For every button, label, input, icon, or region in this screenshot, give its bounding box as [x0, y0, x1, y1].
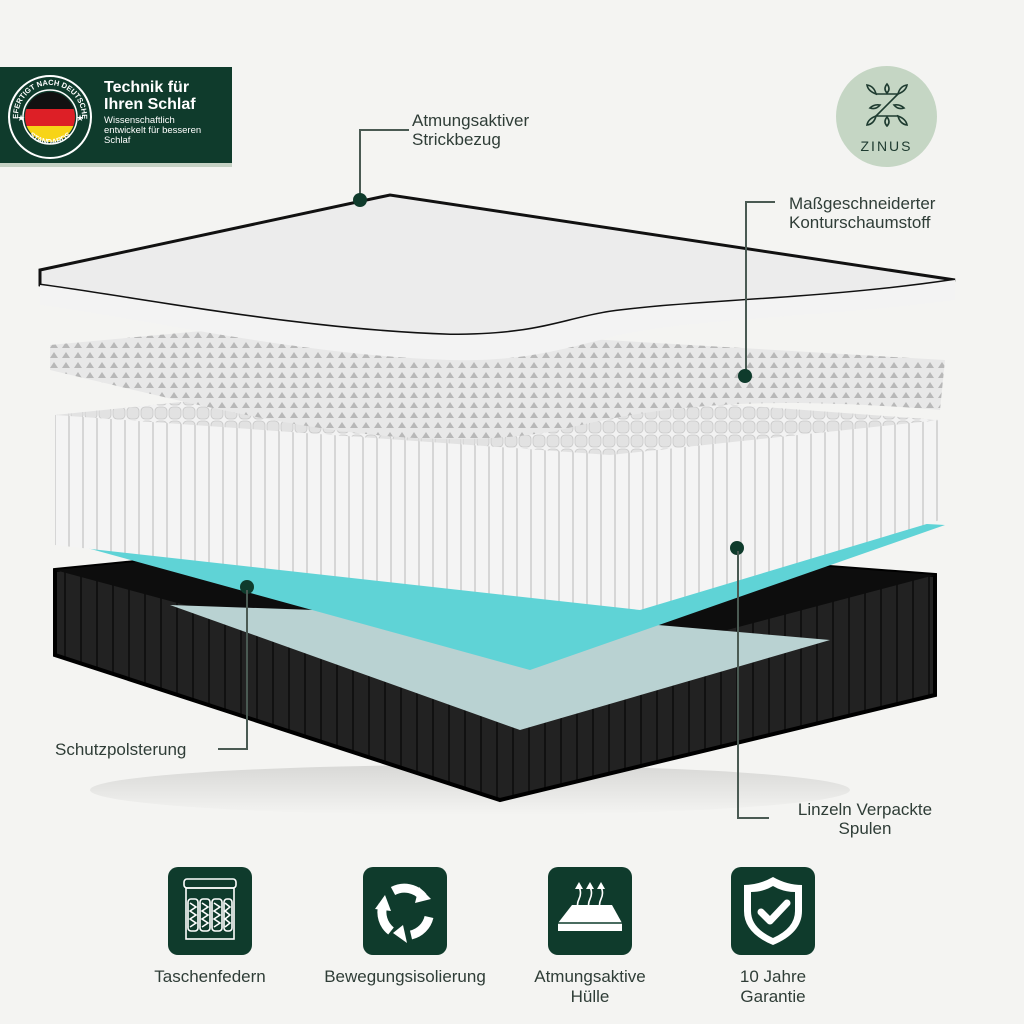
callout-leader-line	[737, 817, 769, 819]
callout-marker-dot	[240, 580, 254, 594]
callout-leader-line	[246, 590, 248, 750]
callout-leader-line	[745, 201, 775, 203]
callout-text: Strickbezug	[412, 130, 501, 149]
badge-sub-line: entwickelt für besseren	[104, 125, 202, 136]
feature-icon-tile	[363, 867, 447, 955]
callout-contour-foam: Maßgeschneiderter Konturschaumstoff	[789, 194, 935, 232]
callout-leader-line	[737, 551, 739, 818]
feature-label-text: Taschenfedern	[154, 967, 266, 986]
zinus-logo: ZINUS	[836, 66, 937, 167]
breathable-mattress-icon	[558, 882, 622, 931]
feature-motion-isolation: Bewegungsisolierung	[305, 867, 505, 987]
callout-leader-line	[359, 129, 361, 199]
brand-name: ZINUS	[860, 138, 913, 154]
badge-sub-line: Wissenschaftlich	[104, 115, 175, 126]
svg-text:★: ★	[17, 113, 25, 123]
callout-text: Atmungsaktiver	[412, 111, 530, 130]
mattress-layers-illustration	[38, 193, 956, 815]
badge-title-line: Ihren Schlaf	[104, 96, 196, 113]
callout-marker-dot	[738, 369, 752, 383]
callout-knit-cover: Atmungsaktiver Strickbezug	[412, 111, 529, 149]
callout-leader-line	[218, 748, 248, 750]
callout-text: Spulen	[838, 819, 892, 838]
callout-text: Maßgeschneiderter	[789, 194, 936, 213]
badge-title-line: Technik für	[104, 79, 190, 96]
feature-breathable-cover: Atmungsaktive Hülle	[520, 867, 660, 1007]
svg-text:★: ★	[76, 113, 84, 123]
callout-leader-line	[745, 201, 747, 373]
feature-icon-tile	[548, 867, 632, 955]
callout-text: Linzeln Verpackte	[797, 800, 933, 819]
badge-subtitle: Wissenschaftlich entwickelt für besseren…	[104, 116, 201, 146]
feature-pocket-springs: Taschenfedern	[140, 867, 280, 987]
callout-leader-line	[359, 129, 409, 131]
feature-label-text: Hülle	[570, 987, 610, 1006]
german-flag-seal-icon: GEFERTIGT NACH DEUTSCHEN STANDARDS ★ ★	[6, 73, 92, 159]
feature-warranty: 10 Jahre Garantie	[703, 867, 843, 1007]
pocket-spring-icon	[183, 878, 237, 940]
contour-foam-layer	[50, 322, 945, 440]
callout-pocket-coils: Linzeln Verpackte Spulen	[780, 800, 950, 838]
motion-cycle-icon	[375, 883, 434, 943]
feature-label: 10 Jahre Garantie	[703, 967, 843, 1007]
badge-title: Technik für Ihren Schlaf	[104, 79, 196, 113]
german-standards-badge: GEFERTIGT NACH DEUTSCHEN STANDARDS ★ ★ T…	[0, 67, 232, 167]
feature-icon-tile	[168, 867, 252, 955]
callout-protective-padding: Schutzpolsterung	[55, 740, 186, 759]
shield-check-icon	[744, 877, 802, 945]
callout-text: Konturschaumstoff	[789, 213, 931, 232]
feature-icon-tile	[731, 867, 815, 955]
badge-sub-line: Schlaf	[104, 135, 131, 146]
leaf-z-logo-icon	[866, 82, 908, 128]
feature-label: Atmungsaktive Hülle	[520, 967, 660, 1007]
feature-label-text: 10 Jahre	[739, 967, 807, 986]
feature-label: Bewegungsisolierung	[305, 967, 505, 987]
feature-label: Taschenfedern	[140, 967, 280, 987]
callout-marker-dot	[353, 193, 367, 207]
feature-label-text: Atmungsaktive	[534, 967, 646, 986]
feature-label-text: Bewegungsisolierung	[324, 967, 486, 986]
feature-label-text: Garantie	[740, 987, 806, 1006]
callout-text: Schutzpolsterung	[55, 740, 187, 759]
callout-marker-dot	[730, 541, 744, 555]
